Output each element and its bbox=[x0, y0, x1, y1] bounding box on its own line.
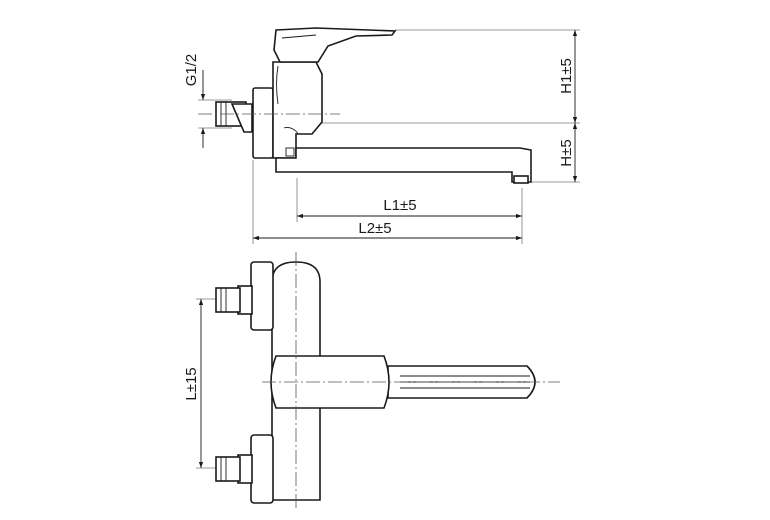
l2-dimension: L2±5 bbox=[253, 220, 522, 241]
inlet-pipe-side bbox=[215, 101, 253, 133]
extension-lines-front bbox=[196, 298, 250, 469]
upper-inlet-front bbox=[215, 261, 274, 331]
centerlines-front bbox=[262, 252, 560, 510]
l-dimension: L±15 bbox=[183, 299, 204, 468]
lower-inlet-front bbox=[215, 434, 274, 504]
h1-label: H1±5 bbox=[558, 58, 575, 94]
l-label: L±15 bbox=[183, 367, 200, 400]
h-dimension: H±5 bbox=[558, 123, 578, 182]
g-thread-label: G1/2 bbox=[183, 54, 200, 87]
l1-dimension: L1±5 bbox=[297, 197, 522, 219]
h1-dimension: H1±5 bbox=[558, 30, 578, 123]
spout-side bbox=[275, 147, 532, 184]
l2-label: L2±5 bbox=[358, 220, 391, 237]
front-view: L±15 bbox=[183, 252, 560, 510]
h-label: H±5 bbox=[558, 139, 575, 166]
g-thread-dimension: G1/2 bbox=[183, 54, 206, 148]
lever-handle-side bbox=[273, 27, 397, 63]
l1-label: L1±5 bbox=[383, 197, 416, 214]
side-view: H1±5 H±5 G1/2 L1±5 L2±5 bbox=[183, 27, 580, 244]
extension-lines-side bbox=[198, 29, 580, 244]
wall-flange-side bbox=[252, 87, 274, 159]
mixer-body-side bbox=[272, 61, 323, 159]
